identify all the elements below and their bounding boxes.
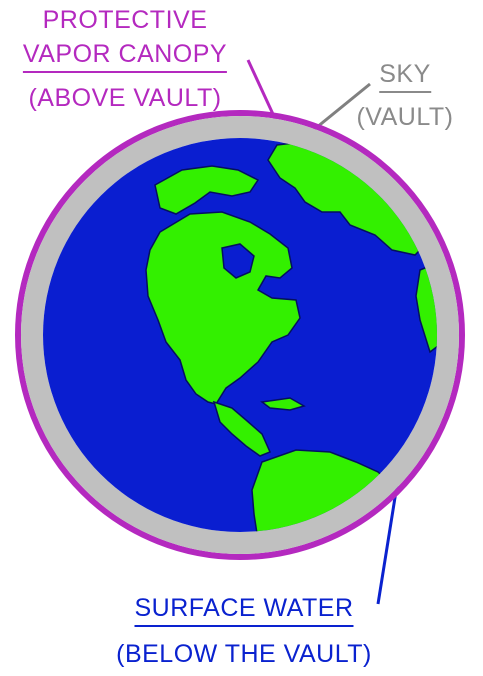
vapor-canopy-ring (18, 113, 462, 557)
continents (146, 138, 450, 600)
canopy-label-line1: PROTECTIVE (43, 8, 208, 33)
north-america-landmass (146, 212, 300, 404)
surface-leader-line (378, 485, 397, 604)
sky-label-line1: SKY (379, 62, 431, 93)
caribbean-islands (262, 398, 304, 410)
ocean (43, 138, 437, 532)
surface-label-line1: SURFACE WATER (134, 596, 353, 627)
hudson-bay (222, 244, 254, 278)
canopy-label-line3: (ABOVE VAULT) (28, 86, 221, 111)
south-america-landmass (252, 450, 392, 600)
europe-africa-edge (416, 262, 450, 352)
surface-label-line2: (BELOW THE VAULT) (116, 642, 372, 667)
sky-vault-band (32, 127, 448, 543)
greenland-landmass (268, 138, 435, 255)
canopy-leader-line (248, 60, 278, 125)
central-america (214, 402, 270, 456)
canopy-label-line2: VAPOR CANOPY (23, 42, 227, 73)
sky-label-line2: (VAULT) (356, 105, 453, 130)
arctic-islands (155, 166, 258, 214)
